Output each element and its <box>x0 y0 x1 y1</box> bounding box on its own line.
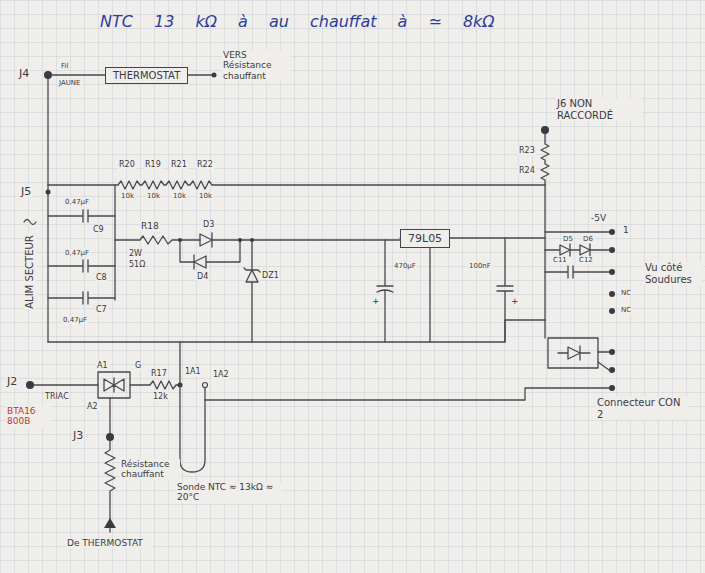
schematic-label: ALIM SECTEUR <box>24 234 36 310</box>
schematic-label: 10k <box>172 192 187 200</box>
schematic-label: 1 <box>622 225 630 235</box>
schematic-label: 100nF <box>468 262 492 270</box>
schematic-label: 10k <box>198 192 213 200</box>
schematic-label: R21 <box>170 160 188 169</box>
schematic-label: R20 <box>118 160 136 169</box>
schematic-label: R18 <box>140 221 160 231</box>
schematic-label: 10k <box>120 192 135 200</box>
schematic-label: A1 <box>96 361 109 370</box>
schematic-label: -5V <box>590 213 607 223</box>
schematic-label: R22 <box>196 160 214 169</box>
schematic-label: + <box>510 296 520 306</box>
schematic-label: TRIAC <box>44 392 70 401</box>
component-box: THERMOSTAT <box>105 67 188 84</box>
schematic-label: Sonde NTC ≈ 13kΩ ≈ 20°C <box>176 482 282 503</box>
schematic-label: 0,47µF <box>64 198 90 206</box>
schematic-label: + <box>371 296 381 306</box>
schematic-label: J6 NON RACCORDÉ <box>556 98 642 121</box>
schematic-label: J3 <box>72 430 84 443</box>
schematic-label: R17 <box>150 369 168 378</box>
schematic-label: 51Ω <box>128 260 146 269</box>
schematic-label: Résistance chauffant <box>120 459 180 480</box>
schematic-label: D6 <box>582 235 594 243</box>
schematic-label: C11 <box>552 256 568 264</box>
schematic-label: 1A1 <box>184 367 202 376</box>
component-box: 79L05 <box>400 229 450 248</box>
schematic-label: VERS Résistance chauffant <box>222 50 290 81</box>
component-name: THERMOSTAT <box>113 70 180 81</box>
schematic-label: Vu côté Soudures <box>644 262 702 285</box>
schematic-label: JAUNE <box>58 79 82 87</box>
wiring <box>24 71 615 532</box>
schematic-label: 12k <box>152 392 169 401</box>
schematic-label: DZ1 <box>261 271 280 280</box>
schematic-label: 470µF <box>393 262 417 270</box>
schematic-label: 2W <box>128 249 143 258</box>
schematic-label: J2 <box>6 376 18 389</box>
schematic-label: 10k <box>146 192 161 200</box>
schematic-label: J4 <box>18 68 30 81</box>
schematic-label: 0,47µF <box>64 249 90 257</box>
schematic-label: R19 <box>144 160 162 169</box>
schematic-label: R23 <box>518 146 536 155</box>
schematic-label: C9 <box>92 225 105 234</box>
schematic-label: Connecteur CON 2 <box>596 397 688 420</box>
schematic-label: 1A2 <box>212 370 230 379</box>
diagram-title: NTC 13 kΩ à au chauffat à ≃ 8kΩ <box>100 12 495 31</box>
schematic-label: D5 <box>562 235 574 243</box>
schematic-label: D3 <box>202 220 215 229</box>
schematic-label: NC <box>620 306 632 314</box>
schematic-label: 0,47µF <box>62 316 88 324</box>
schematic-label: R24 <box>518 166 536 175</box>
schematic-label: C8 <box>95 273 108 282</box>
schematic-label: Fil <box>60 62 69 70</box>
schematic-label: NC <box>620 289 632 297</box>
schematic-label: De THERMOSTAT <box>66 538 152 548</box>
schematic-label: G <box>134 361 142 370</box>
schematic-label: C12 <box>578 256 594 264</box>
schematic-label: BTA16 800B <box>6 406 50 427</box>
schematic-label: A2 <box>86 402 99 411</box>
component-name: 79L05 <box>408 232 442 245</box>
schematic-label: C7 <box>95 305 108 314</box>
schematic-label: D4 <box>196 272 209 281</box>
schematic-label: J5 <box>20 186 32 199</box>
